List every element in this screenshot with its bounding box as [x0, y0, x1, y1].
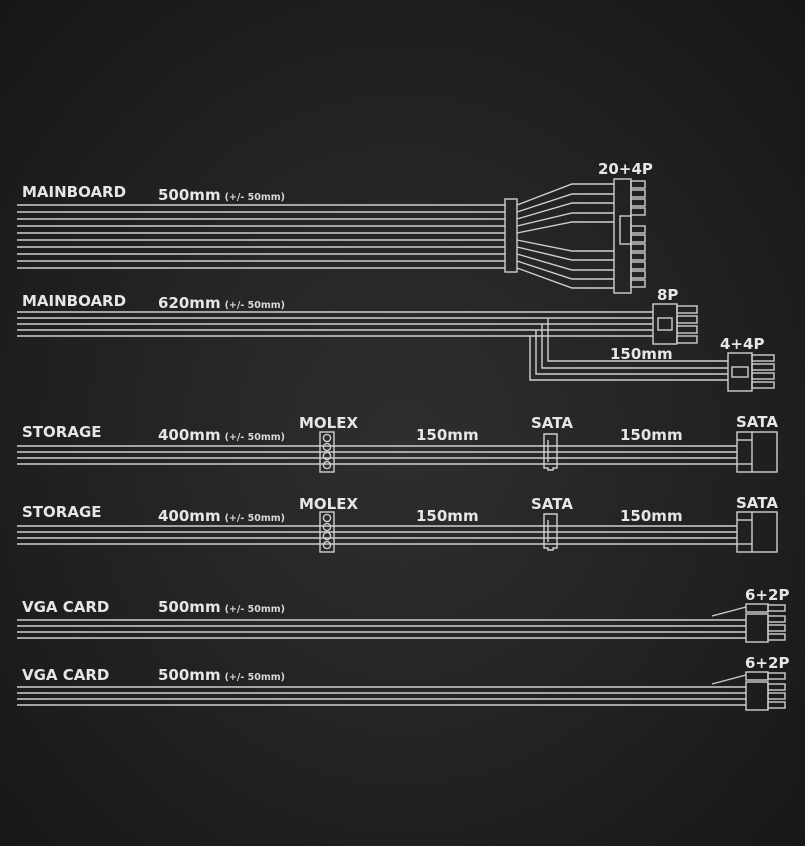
- wire-bundle: [17, 311, 728, 381]
- sata-end-connector: [736, 511, 778, 553]
- molex-connector: [319, 511, 335, 553]
- connector-label: 6+2P: [745, 654, 789, 672]
- pcie-6plus2-connector: [745, 603, 786, 643]
- sata-end-connector: [736, 431, 778, 473]
- branch-length: 150mm: [610, 345, 673, 363]
- cable-length: 400mm(+/- 50mm): [158, 426, 285, 444]
- cable-length: 500mm(+/- 50mm): [158, 186, 285, 204]
- cable-length: 500mm(+/- 50mm): [158, 666, 285, 684]
- sata-label: SATA: [531, 495, 573, 513]
- sata-connector: [543, 513, 558, 551]
- cable-length: 500mm(+/- 50mm): [158, 598, 285, 616]
- segment-length: 150mm: [620, 507, 683, 525]
- molex-label: MOLEX: [299, 414, 358, 432]
- wire-bundle: [17, 445, 737, 465]
- pcie-6plus2-connector: [745, 671, 786, 711]
- cable-label: STORAGE: [22, 423, 102, 441]
- cable-label: MAINBOARD: [22, 292, 126, 310]
- cable-label: VGA CARD: [22, 598, 109, 616]
- connector-4plus4pin: [727, 352, 775, 392]
- segment-length: 150mm: [416, 507, 479, 525]
- cable-storage-2: STORAGE 400mm(+/- 50mm) MOLEX 150mm SATA…: [17, 494, 778, 553]
- wire-bundle: [17, 606, 747, 639]
- molex-connector: [319, 431, 335, 473]
- cable-label: VGA CARD: [22, 666, 109, 684]
- sleeve-clamp: [504, 198, 518, 273]
- connector-label: 20+4P: [598, 160, 653, 178]
- cable-storage-1: STORAGE 400mm(+/- 50mm) MOLEX 150mm SATA…: [17, 413, 778, 473]
- cable-label: STORAGE: [22, 503, 102, 521]
- connector-label: 8P: [657, 286, 678, 304]
- connector-label: 6+2P: [745, 586, 789, 604]
- branch-connector-label: 4+4P: [720, 335, 764, 353]
- cable-label: MAINBOARD: [22, 183, 126, 201]
- sata-label: SATA: [531, 414, 573, 432]
- segment-length: 150mm: [620, 426, 683, 444]
- wire-bundle: [17, 674, 747, 706]
- segment-length: 150mm: [416, 426, 479, 444]
- sata-connector: [543, 433, 558, 471]
- sata-label: SATA: [736, 494, 778, 512]
- cable-mainboard-cpu: MAINBOARD 620mm(+/- 50mm) 8P 150mm 4+4P: [17, 286, 775, 392]
- sata-label: SATA: [736, 413, 778, 431]
- cable-length: 400mm(+/- 50mm): [158, 507, 285, 525]
- cable-vga-2: VGA CARD 500mm(+/- 50mm) 6+2P: [17, 654, 789, 711]
- molex-label: MOLEX: [299, 495, 358, 513]
- wire-bundle: [17, 183, 614, 289]
- connector-8pin: [652, 303, 698, 345]
- cable-vga-1: VGA CARD 500mm(+/- 50mm) 6+2P: [17, 586, 789, 643]
- cable-length: 620mm(+/- 50mm): [158, 294, 285, 312]
- wire-bundle: [17, 525, 737, 545]
- connector-24pin: [613, 178, 646, 294]
- cable-mainboard-24pin: MAINBOARD 500mm(+/- 50mm) 20+4P: [17, 160, 653, 294]
